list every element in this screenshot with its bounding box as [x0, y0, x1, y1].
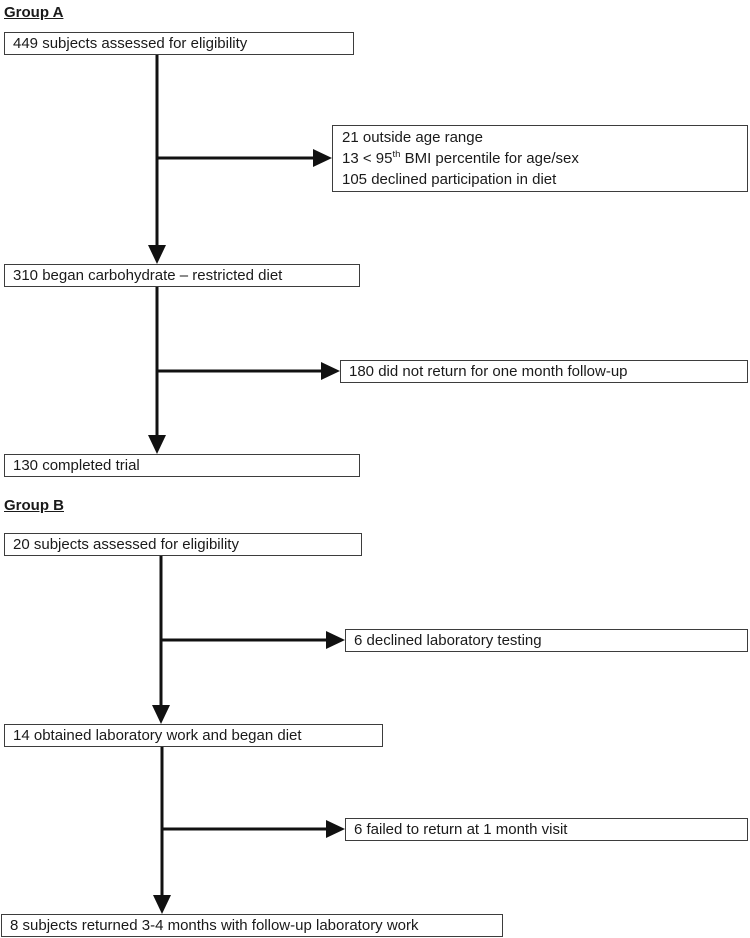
box-groupB-failed-return-label: 6 failed to return at 1 month visit [354, 821, 568, 838]
superscript-th: th [392, 149, 401, 160]
arrow-down-a2-icon [148, 287, 166, 454]
arrow-down-a1-icon [148, 55, 166, 264]
arrow-right-a1-icon [157, 149, 332, 167]
exclusion-line-1: 21 outside age range [342, 129, 483, 146]
box-groupA-no-return-label: 180 did not return for one month follow-… [349, 363, 628, 380]
box-groupA-eligibility: 449 subjects assessed for eligibility [4, 32, 354, 55]
box-groupA-completed: 130 completed trial [4, 454, 360, 477]
box-groupA-began-diet-label: 310 began carbohydrate – restricted diet [13, 267, 283, 284]
box-groupA-exclusions: 21 outside age range 13 < 95th BMI perce… [332, 125, 748, 192]
arrow-down-b1-icon [152, 556, 170, 724]
group-b-title: Group B [4, 497, 64, 514]
box-groupA-eligibility-label: 449 subjects assessed for eligibility [13, 35, 248, 52]
arrow-right-a2-icon [157, 362, 340, 380]
exclusion-line-3: 105 declined participation in diet [342, 171, 557, 188]
box-groupA-no-return: 180 did not return for one month follow-… [340, 360, 748, 383]
box-groupB-eligibility-label: 20 subjects assessed for eligibility [13, 536, 239, 553]
arrow-down-b2-icon [153, 747, 171, 914]
box-groupB-failed-return: 6 failed to return at 1 month visit [345, 818, 748, 841]
arrow-right-b1-icon [161, 631, 345, 649]
box-groupB-declined-lab-label: 6 declined laboratory testing [354, 632, 542, 649]
box-groupA-began-diet: 310 began carbohydrate – restricted diet [4, 264, 360, 287]
box-groupB-lab-work: 14 obtained laboratory work and began di… [4, 724, 383, 747]
box-groupB-returned: 8 subjects returned 3-4 months with foll… [1, 914, 503, 937]
box-groupB-lab-work-label: 14 obtained laboratory work and began di… [13, 727, 302, 744]
box-groupB-returned-label: 8 subjects returned 3-4 months with foll… [10, 917, 419, 934]
box-groupB-declined-lab: 6 declined laboratory testing [345, 629, 748, 652]
arrow-right-b2-icon [162, 820, 345, 838]
box-groupB-eligibility: 20 subjects assessed for eligibility [4, 533, 362, 556]
exclusion-line-2: 13 < 95th BMI percentile for age/sex [342, 149, 579, 167]
box-groupA-completed-label: 130 completed trial [13, 457, 140, 474]
group-a-title: Group A [4, 4, 64, 21]
